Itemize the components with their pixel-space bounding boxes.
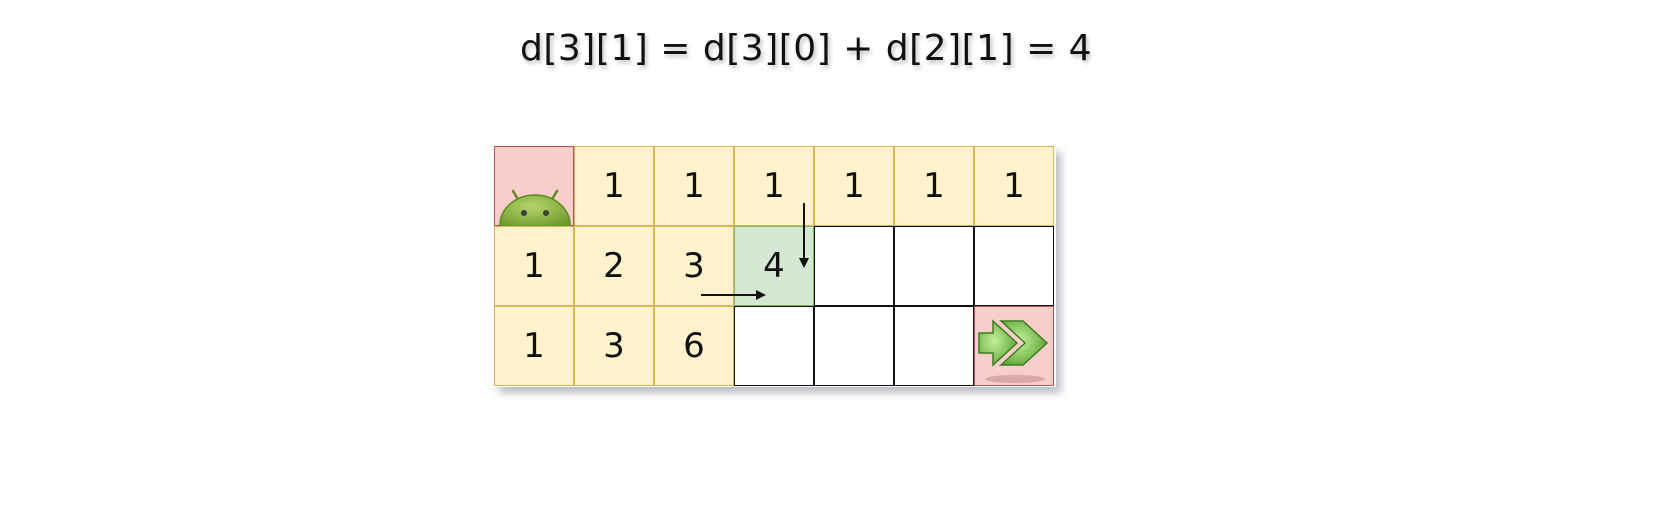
grid-cell-r2-c1: 3 [574,306,654,386]
grid-cell-r1-c1: 2 [574,226,654,306]
cell-value: 1 [1003,166,1025,206]
grid-cell-r1-c4 [814,226,894,306]
grid-cell-r1-c6 [974,226,1054,306]
formula-title: d[3][1] = d[3][0] + d[2][1] = 4 [520,28,1093,69]
cell-value: 1 [923,166,945,206]
grid-cell-r0-c2: 1 [654,146,734,226]
grid-cell-r2-c2: 6 [654,306,734,386]
path-grid: 1 1 1 1 1 1 1 2 3 4 1 3 6 [494,146,1056,387]
grid-cell-r0-c6: 1 [974,146,1054,226]
cell-value: 1 [523,246,545,286]
grid-cell-r1-c0: 1 [494,226,574,306]
cell-value: 4 [763,246,785,286]
grid-cell-r2-c0: 1 [494,306,574,386]
grid-cell-r2-c4 [814,306,894,386]
grid-cell-r2-c3 [734,306,814,386]
grid-cell-r1-c2: 3 [654,226,734,306]
cell-value: 1 [683,166,705,206]
grid-cell-r0-c4: 1 [814,146,894,226]
android-robot-icon [499,189,571,227]
finish-cell [974,306,1054,386]
double-right-arrow-icon [978,319,1049,383]
cell-value: 1 [603,166,625,206]
grid-cell-r1-c5 [894,226,974,306]
cell-value: 1 [763,166,785,206]
cell-value: 1 [523,326,545,366]
grid-cell-r0-c1: 1 [574,146,654,226]
cell-value: 1 [843,166,865,206]
start-cell [494,146,574,227]
grid-cell-r2-c5 [894,306,974,386]
cell-value: 2 [603,246,625,286]
cell-value: 3 [683,246,705,286]
grid-cell-r0-c5: 1 [894,146,974,226]
grid-cell-r1-c3: 4 [734,226,814,306]
grid-cell-r0-c3: 1 [734,146,814,226]
cell-value: 6 [683,326,705,366]
cell-value: 3 [603,326,625,366]
